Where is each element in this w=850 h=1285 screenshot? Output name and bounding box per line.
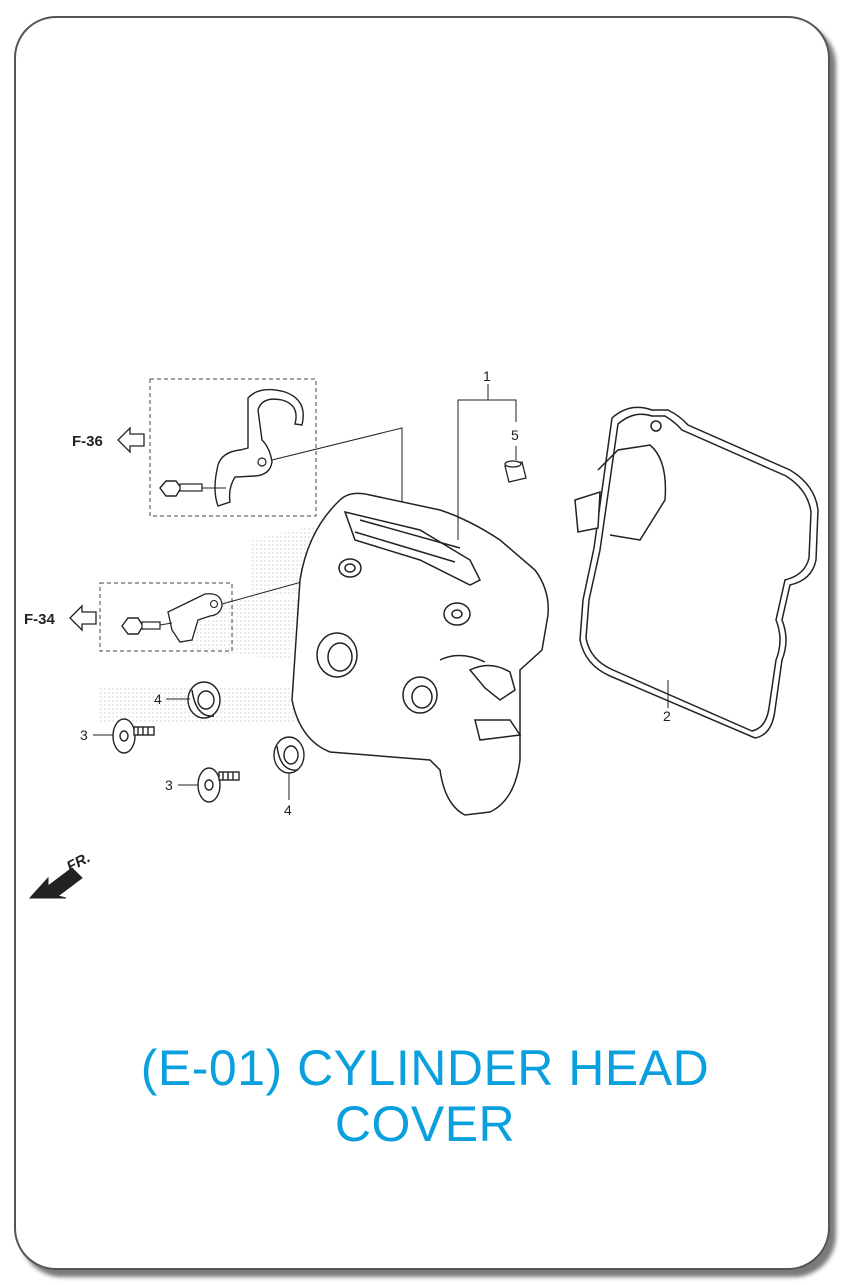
page-title: (E-01) CYLINDER HEAD COVER — [0, 1040, 850, 1152]
title-line-2: COVER — [334, 1096, 516, 1152]
callout-4-upper: 4 — [154, 691, 162, 707]
callout-5: 5 — [511, 427, 519, 443]
grommet-upper — [187, 681, 221, 719]
cover-boss-top — [338, 558, 362, 578]
head-cover-gasket — [574, 406, 819, 739]
cover-hole-lower — [402, 676, 438, 714]
pipe-clamp-bracket — [214, 388, 304, 507]
f36-reference: F-36 — [72, 426, 145, 454]
special-bolt-lower — [197, 767, 240, 803]
front-arrow-icon — [28, 867, 83, 899]
small-bracket — [167, 593, 223, 643]
callout-2: 2 — [663, 708, 671, 724]
f36-arrow-icon — [117, 426, 145, 454]
callout-numbers: 1 5 2 3 3 4 4 — [80, 368, 671, 818]
f36-label: F-36 — [72, 433, 103, 450]
flange-bolt-f34 — [121, 617, 173, 635]
cylinder-head-cover — [291, 492, 549, 816]
f34-arrow-icon — [69, 604, 97, 632]
f34-group — [99, 582, 233, 652]
flange-bolt-f36 — [159, 480, 226, 497]
special-bolt-upper — [112, 718, 155, 754]
callout-lines — [93, 384, 669, 800]
grommet-lower — [273, 736, 305, 774]
callout-3-lower: 3 — [165, 777, 173, 793]
f36-group — [149, 378, 317, 517]
callout-4-lower: 4 — [284, 802, 292, 818]
title-line-1: (E-01) CYLINDER HEAD — [140, 1040, 710, 1096]
f34-reference: F-34 — [24, 604, 97, 632]
cover-boss-middle — [443, 602, 471, 626]
cover-hole-left — [316, 632, 358, 678]
front-direction: FR. — [28, 849, 93, 899]
callout-3-upper: 3 — [80, 727, 88, 743]
dowel-pin — [504, 460, 527, 483]
callout-1: 1 — [483, 368, 491, 384]
f34-label: F-34 — [24, 611, 56, 628]
